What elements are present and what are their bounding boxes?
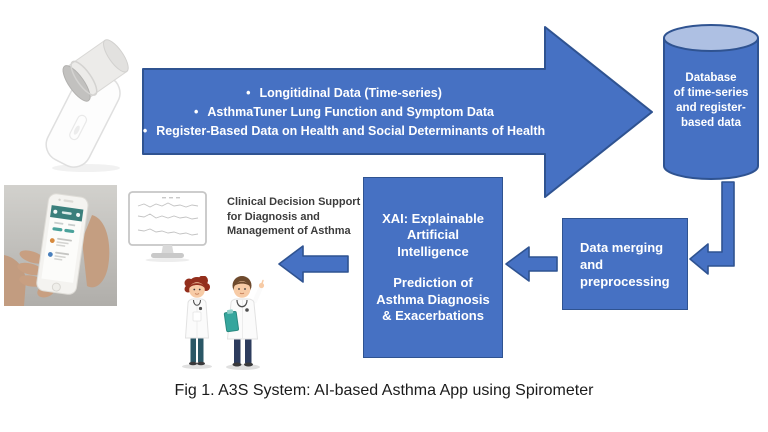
arrow-merge-to-xai-icon: [505, 246, 558, 282]
xai-box-body-line: & Exacerbations: [382, 308, 484, 323]
database-cylinder-icon: [663, 24, 759, 180]
phone-app-photo: [4, 185, 117, 306]
bullet-glyph: •: [246, 85, 251, 100]
database-label-line: Database: [685, 72, 737, 84]
figure-caption: Fig 1. A3S System: AI-based Asthma App u…: [174, 382, 594, 399]
database-label-line: based data: [680, 117, 742, 129]
monitor-with-charts-icon: [128, 191, 207, 262]
xai-box-body-line: Asthma Diagnosis: [376, 291, 490, 307]
merge-box-line: preprocessing: [580, 274, 670, 289]
bullet-text: Longitidinal Data (Time-series): [259, 85, 442, 100]
bullet-glyph: •: [142, 123, 148, 138]
merge-box-line: and: [580, 257, 604, 272]
xai-box: XAI: Explainable Artificial Intelligence…: [363, 177, 503, 358]
bullet-glyph: •: [194, 104, 199, 119]
doctors-illustration: [182, 276, 265, 370]
bullet-list: • Longitidinal Data (Time-series) • Asth…: [142, 70, 546, 154]
cds-label-line: for Diagnosis and: [227, 210, 320, 223]
database-label: Database of time-series and register- ba…: [666, 71, 756, 131]
merge-box: Data merging and preprocessing: [562, 218, 688, 310]
cds-label: Clinical Decision Support for Diagnosis …: [227, 195, 377, 239]
xai-box-body-line: Prediction of: [393, 275, 473, 290]
cds-label-line: Management of Asthma: [227, 225, 351, 237]
bullet-item: • Longitidinal Data (Time-series): [145, 84, 543, 103]
database-label-line: of time-series: [673, 87, 749, 99]
xai-box-title-line: XAI: Explainable: [382, 210, 484, 226]
bullet-item: • Register-Based Data on Health and Soci…: [142, 122, 546, 141]
bullet-item: • AsthmaTuner Lung Function and Symptom …: [145, 103, 543, 122]
bullet-text: Register-Based Data on Health and Social…: [156, 123, 546, 138]
spirometer-device-photo: [45, 39, 129, 172]
arrow-xai-to-cds-icon: [278, 245, 349, 283]
xai-box-title-line: Intelligence: [397, 243, 469, 259]
elbow-arrow-icon: [689, 181, 735, 275]
data-flow-arrow-icon: [142, 26, 653, 198]
merge-box-line: Data merging: [580, 240, 664, 255]
cds-label-line: Clinical Decision Support: [227, 196, 361, 208]
bullet-text: AsthmaTuner Lung Function and Symptom Da…: [207, 104, 494, 119]
xai-box-title-line: Artificial: [406, 227, 459, 242]
database-label-line: and register-: [676, 102, 746, 114]
